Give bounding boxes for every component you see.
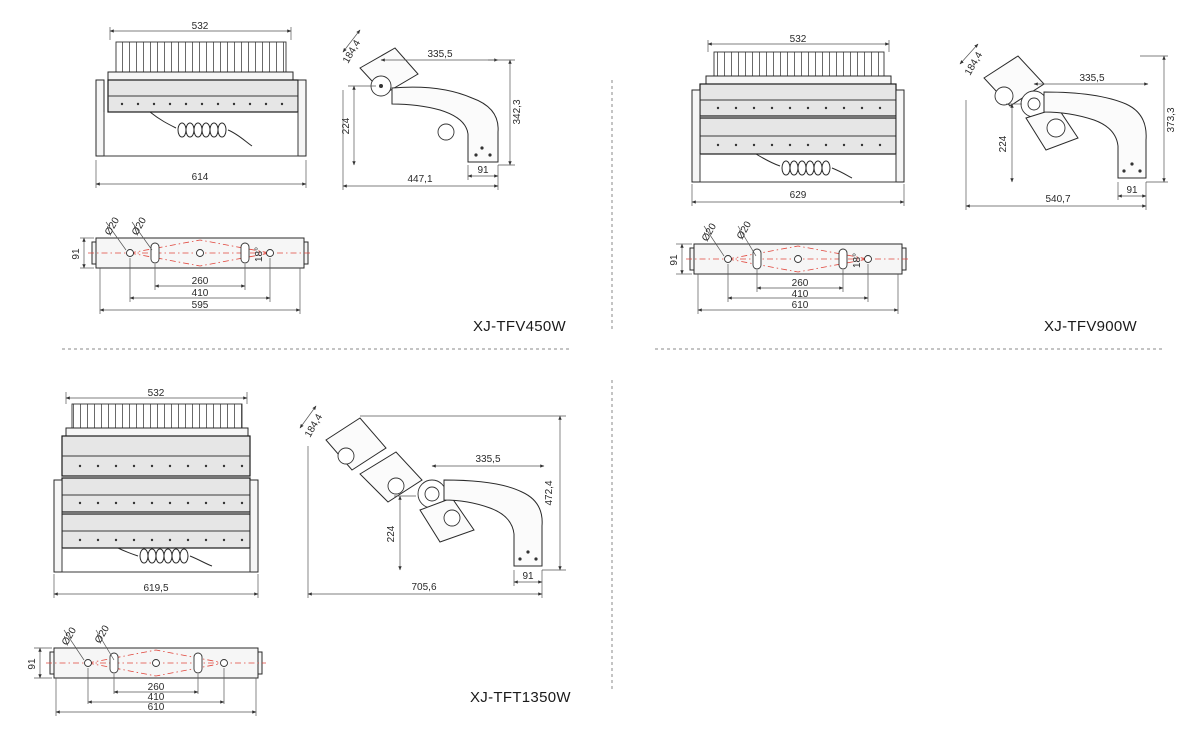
mounting-arm <box>443 479 543 567</box>
model-name-tfv450: XJ-TFV450W <box>473 318 567 335</box>
front-view-tft1350: 532 619,5 <box>53 388 259 598</box>
dim-arm-label: 335,5 <box>427 49 452 60</box>
dim-d3-label: 610 <box>792 300 809 311</box>
side-view-tft1350: 184,4 335,5 472,4 224 91 705,6 <box>299 405 566 598</box>
dim-plate-height-label: 91 <box>27 658 38 670</box>
sheet-separators <box>62 80 1165 690</box>
fixture-side-body-2 <box>359 451 423 503</box>
dim-d2-label: 410 <box>192 288 209 299</box>
dim-overall-label: 629 <box>790 190 807 201</box>
angle-label: 18° <box>254 247 265 262</box>
bottom-view-tfv450: Ø20 Ø20 18° 91 260 410 595 <box>71 215 312 314</box>
mounting-arm <box>391 86 499 163</box>
dim-width-label: 532 <box>148 388 165 399</box>
rear-hub <box>437 123 455 141</box>
dim-arm-label: 335,5 <box>475 454 500 465</box>
power-cable-coil <box>117 547 213 567</box>
dim-foot-label: 91 <box>1126 185 1138 196</box>
dim-depth-label: 705,6 <box>411 582 436 593</box>
dim-plate-height-label: 91 <box>669 254 680 266</box>
hole2-label: Ø20 <box>130 215 149 237</box>
led-dots <box>78 464 244 542</box>
side-view-tfv900: 184,4 335,5 373,3 224 91 540,7 <box>959 43 1177 210</box>
led-dots <box>120 102 284 106</box>
dim-width-label: 532 <box>790 34 807 45</box>
heatsink-fins <box>713 51 885 79</box>
dim-bracket-label: 184,4 <box>341 38 363 66</box>
dim-overall-label: 619,5 <box>143 583 168 594</box>
hole1-label: Ø20 <box>103 215 122 237</box>
dim-depth-label: 540,7 <box>1045 194 1070 205</box>
hole2-label: Ø20 <box>735 219 754 241</box>
model-block-tft1350: 532 619,5 <box>27 388 571 716</box>
dim-overall-label: 614 <box>192 172 209 183</box>
dim-foot-label: 91 <box>522 571 534 582</box>
dim-height-label: 342,3 <box>512 99 523 124</box>
dim-height-label: 472,4 <box>544 480 555 505</box>
model-name-tft1350: XJ-TFT1350W <box>470 689 571 706</box>
angle-label: 18° <box>852 253 863 268</box>
hole1-label: Ø20 <box>60 625 79 647</box>
yoke-frame <box>103 112 299 157</box>
model-block-tfv450: 532 614 <box>71 21 567 335</box>
bottom-view-tft1350: Ø20 Ø20 91 260 410 610 <box>27 623 266 716</box>
mounting-arm <box>1043 91 1147 179</box>
slot-right <box>240 242 250 264</box>
mounting-hole-left <box>126 249 134 257</box>
mounting-hole-right <box>266 249 274 257</box>
dim-depth-label: 447,1 <box>407 174 432 185</box>
dim-plate-height-label: 91 <box>71 248 82 260</box>
dim-d1-label: 260 <box>148 682 165 693</box>
dim-d3-label: 610 <box>148 702 165 713</box>
power-cable-coil <box>755 153 853 179</box>
front-view-tfv900: 532 629 <box>691 34 905 206</box>
dim-height-label: 373,3 <box>1166 107 1177 132</box>
dim-pivot-label: 224 <box>386 525 397 542</box>
bottom-view-tfv900: Ø20 Ø20 18° 91 260 410 610 <box>669 219 910 314</box>
dim-arm-label: 335,5 <box>1079 73 1104 84</box>
slot-left <box>150 242 160 264</box>
dim-width-label: 532 <box>192 21 209 32</box>
side-bracket-left <box>95 79 105 157</box>
heatsink-fins <box>115 41 287 76</box>
dim-d2-label: 410 <box>148 692 165 703</box>
dim-d3-label: 595 <box>192 300 209 311</box>
power-cable-coil <box>149 111 253 147</box>
side-view-tfv450: 184,4 335,5 342,3 224 91 447,1 <box>341 29 523 190</box>
heatsink-base <box>107 71 294 81</box>
fixture-side-body-1 <box>325 417 387 471</box>
hole1-label: Ø20 <box>700 221 719 243</box>
model-name-tfv900: XJ-TFV900W <box>1044 318 1138 335</box>
dim-foot-label: 91 <box>477 165 489 176</box>
led-dots <box>716 106 882 147</box>
dim-d1-label: 260 <box>192 276 209 287</box>
dim-d2-label: 410 <box>792 289 809 300</box>
mounting-hole-centre <box>196 249 204 257</box>
heatsink-fins <box>71 403 243 431</box>
hole2-label: Ø20 <box>93 623 112 645</box>
front-view-tfv450: 532 614 <box>95 21 307 188</box>
dim-pivot-label: 224 <box>998 135 1009 152</box>
dim-pivot-label: 224 <box>341 117 352 134</box>
dim-d1-label: 260 <box>792 278 809 289</box>
dim-bracket-label: 184,4 <box>303 412 325 440</box>
dim-bracket-label: 184,4 <box>963 50 985 78</box>
model-block-tfv900: 532 629 <box>669 34 1177 335</box>
side-bracket-right <box>297 79 307 157</box>
